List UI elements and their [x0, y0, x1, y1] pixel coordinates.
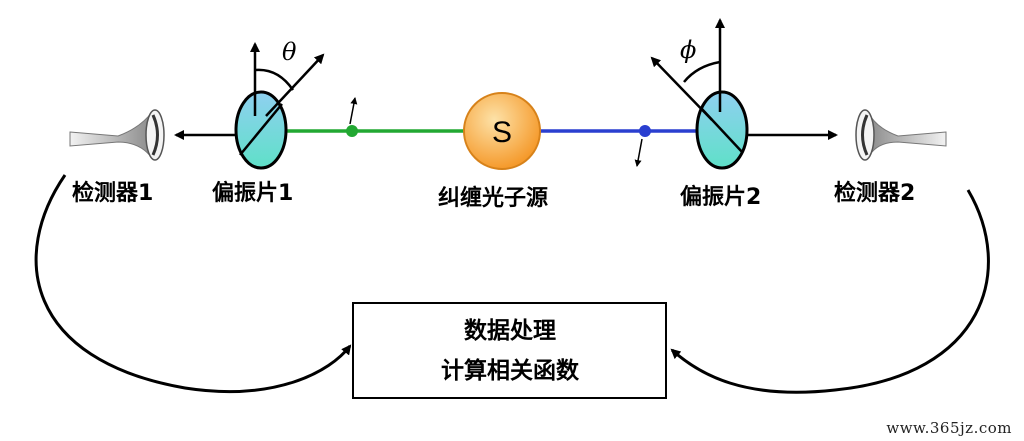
- source-label: 纠缠光子源: [438, 185, 548, 211]
- detector-1-label: 检测器1: [72, 180, 153, 206]
- polarizer-1: [234, 42, 325, 170]
- watermark: www.365jz.com: [886, 419, 1012, 437]
- signal-curve-right: [670, 189, 990, 394]
- detector-2: [855, 109, 947, 161]
- data-processing-box: 数据处理 计算相关函数: [352, 302, 667, 399]
- theta-label: θ: [282, 38, 297, 66]
- processing-line-2: 计算相关函数: [441, 357, 580, 384]
- polarizer-1-label: 偏振片1: [212, 180, 293, 206]
- source-symbol: S: [492, 116, 512, 149]
- phi-label: ϕ: [680, 36, 696, 64]
- right-photon-dot: [639, 125, 651, 137]
- detector-2-label: 检测器2: [834, 180, 915, 206]
- entangled-photon-source: S: [463, 92, 541, 170]
- detector-1: [69, 109, 165, 161]
- right-photon-polarization: [634, 138, 643, 167]
- signal-curve-left: [34, 174, 352, 393]
- left-photon-dot: [346, 125, 358, 137]
- left-photon-polarization: [349, 97, 358, 125]
- polarizer-2-label: 偏振片2: [680, 184, 761, 210]
- polarizer-2: [650, 18, 749, 170]
- processing-line-1: 数据处理: [464, 318, 556, 344]
